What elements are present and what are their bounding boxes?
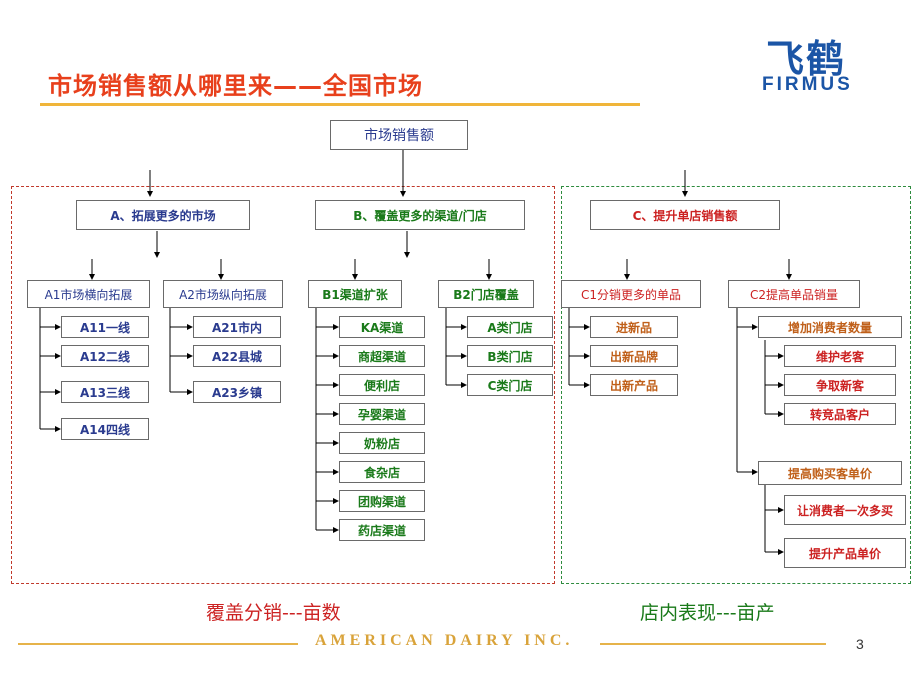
- footer-line-left: [18, 643, 298, 645]
- b1-item: 商超渠道: [339, 345, 425, 367]
- logo-cn-text: 飞鹤: [766, 37, 847, 81]
- level1-b-cover-channels: B、覆盖更多的渠道/门店: [315, 200, 525, 230]
- caption-in-store: 店内表现---亩产: [640, 602, 775, 624]
- level2-a2: A2市场纵向拓展: [163, 280, 283, 308]
- level2-c1: C1分销更多的单品: [561, 280, 701, 308]
- b2-item: C类门店: [467, 374, 553, 396]
- level2-b2: B2门店覆盖: [438, 280, 534, 308]
- c1-item: 出新产品: [590, 374, 678, 396]
- b2-item: A类门店: [467, 316, 553, 338]
- b1-item: 药店渠道: [339, 519, 425, 541]
- c2-sub1-item: 维护老客: [784, 345, 896, 367]
- footer-company: AMERICAN DAIRY INC.: [315, 632, 574, 649]
- a1-item: A11一线: [61, 316, 149, 338]
- page-number: 3: [856, 636, 864, 652]
- page-title: 市场销售额从哪里来——全国市场: [48, 72, 423, 100]
- a1-item: A14四线: [61, 418, 149, 440]
- a2-item: A23乡镇: [193, 381, 281, 403]
- firmus-logo: 飞鹤 FIRMUS: [752, 28, 872, 100]
- footer-line-right: [600, 643, 826, 645]
- c2-sub2-raise-basket-price: 提高购买客单价: [758, 461, 902, 485]
- b1-item: 孕婴渠道: [339, 403, 425, 425]
- a1-item: A13三线: [61, 381, 149, 403]
- level2-c2: C2提高单品销量: [728, 280, 860, 308]
- root-market-sales: 市场销售额: [330, 120, 468, 150]
- title-underline: [40, 103, 640, 106]
- c2-sub1-item: 转竞品客户: [784, 403, 896, 425]
- coverage-group-frame: [11, 186, 555, 584]
- b1-item: 便利店: [339, 374, 425, 396]
- c2-sub1-increase-consumers: 增加消费者数量: [758, 316, 902, 338]
- c2-sub2-item: 提升产品单价: [784, 538, 906, 568]
- level2-b1: B1渠道扩张: [308, 280, 402, 308]
- logo-en-text: FIRMUS: [762, 74, 853, 95]
- a2-item: A21市内: [193, 316, 281, 338]
- a1-item: A12二线: [61, 345, 149, 367]
- b1-item: 奶粉店: [339, 432, 425, 454]
- c2-sub2-item: 让消费者一次多买: [784, 495, 906, 525]
- c1-item: 进新品: [590, 316, 678, 338]
- a2-item: A22县城: [193, 345, 281, 367]
- c2-sub1-item: 争取新客: [784, 374, 896, 396]
- b2-item: B类门店: [467, 345, 553, 367]
- caption-coverage: 覆盖分销---亩数: [206, 602, 341, 624]
- level1-c-store-sales: C、提升单店销售额: [590, 200, 780, 230]
- b1-item: 团购渠道: [339, 490, 425, 512]
- level1-a-expand-markets: A、拓展更多的市场: [76, 200, 250, 230]
- c1-item: 出新品牌: [590, 345, 678, 367]
- b1-item: KA渠道: [339, 316, 425, 338]
- b1-item: 食杂店: [339, 461, 425, 483]
- level2-a1: A1市场横向拓展: [27, 280, 150, 308]
- in-store-group-frame: [561, 186, 911, 584]
